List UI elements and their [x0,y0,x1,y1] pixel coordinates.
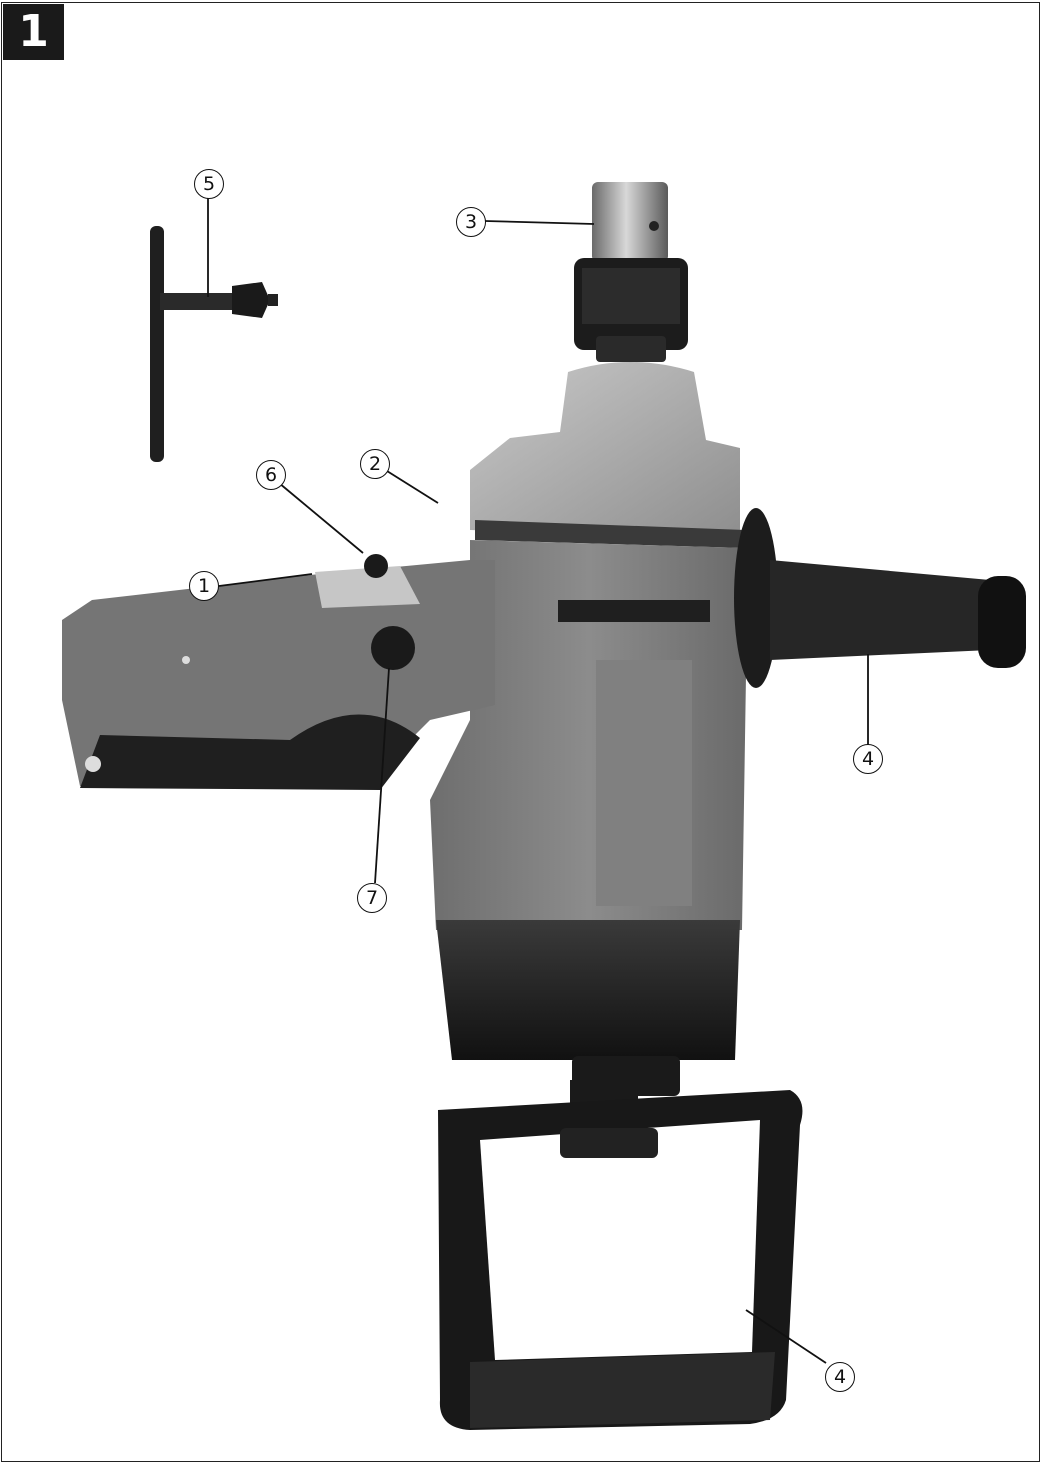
d-handle [438,1080,803,1430]
callout-5: 5 [194,169,224,199]
callout-1: 1 [189,571,219,601]
callout-4-side-handle: 4 [853,744,883,774]
callout-3: 3 [456,207,486,237]
drill-chuck [574,182,688,362]
side-handle [734,508,1026,688]
callout-7: 7 [357,883,387,913]
callout-2: 2 [360,449,390,479]
pistol-grip [62,554,495,790]
callout-4-d-handle: 4 [825,1362,855,1392]
leader-lines [207,198,869,1364]
chuck-key [150,226,278,462]
figure-number-badge: 1 [3,4,64,60]
motor-housing [430,540,748,1096]
callout-6: 6 [256,460,286,490]
